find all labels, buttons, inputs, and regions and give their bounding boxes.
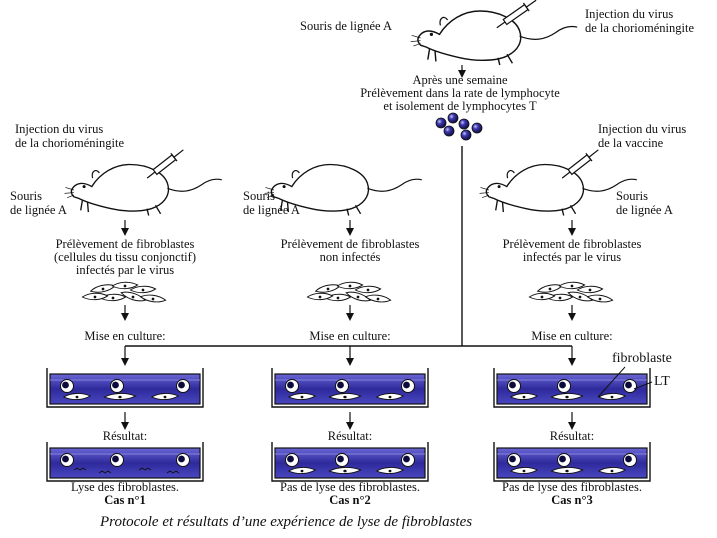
case-1-case-label: Cas n°1 [104, 493, 145, 507]
culture-dish [271, 442, 429, 482]
top-injection-line-2: de la chorioméningite [585, 21, 694, 35]
figure-caption: Protocole et résultats d’une expérience … [99, 514, 472, 530]
lymphocyte-nucleus [403, 381, 410, 389]
top-mouse-label: Souris de lignée A [300, 19, 392, 33]
fibroblast-cell [586, 292, 614, 305]
syringe-icon [561, 149, 599, 179]
case-1-injection-line-1: Injection du virus [15, 122, 103, 136]
fibroblast-cell [364, 292, 392, 305]
culture-medium [49, 447, 201, 479]
case-2-mouse-line-1: Souris [243, 189, 275, 203]
syringe-icon [146, 149, 184, 179]
case-1-mouse-line-1: Souris [10, 189, 42, 203]
lymphocyte-nucleus [112, 455, 119, 463]
lysed-fragment [98, 470, 112, 474]
culture-dish [493, 368, 651, 408]
case-3-mouse-line-2: de lignée A [616, 203, 673, 217]
case-1-culture-label: Mise en culture: [84, 329, 165, 343]
top-mouse [409, 0, 578, 66]
lymphocyte-nucleus [403, 455, 410, 463]
lysed-fragment [73, 467, 87, 471]
lymphocyte-nucleus [559, 455, 566, 463]
fibroblast-cell [314, 282, 342, 295]
case-3-mouse [478, 163, 638, 217]
case-1-culture-dish-after [46, 442, 204, 482]
case-3-injection-line-1: Injection du virus [598, 122, 686, 136]
lymphocyte-nucleus [287, 381, 294, 389]
case-1-sample-line-3: infectés par le virus [76, 263, 174, 277]
fibroblast-cell [139, 292, 167, 305]
lymphocyte-nucleus [509, 381, 516, 389]
case-2-result-line-1: Pas de lyse des fibroblastes. [280, 480, 420, 494]
lysed-fragment [138, 467, 152, 471]
case-1-mouse [63, 163, 223, 217]
lymphocyte-pointer [633, 381, 653, 390]
case-2-result-label: Résultat: [328, 429, 372, 443]
syringe-icon [496, 0, 537, 29]
lymphocyte-label: LT [654, 374, 670, 389]
culture-dish [493, 442, 651, 482]
case-2-culture-dish-after [271, 442, 429, 482]
case-3-result-line-1: Pas de lyse des fibroblastes. [502, 480, 642, 494]
culture-dish [46, 368, 204, 408]
lymphocyte-nucleus [62, 381, 69, 389]
case-2-culture-label: Mise en culture: [309, 329, 390, 343]
lymphocyte-cluster [435, 112, 483, 141]
lymphocyte-nucleus [559, 381, 566, 389]
case-2-sample-line-2: non infectés [320, 250, 381, 264]
case-3-culture-label: Mise en culture: [531, 329, 612, 343]
case-3-fibroblast-clump [528, 281, 614, 305]
lymphocyte-nucleus [625, 381, 632, 389]
lymphocyte-nucleus [337, 381, 344, 389]
fibroblast-label: fibroblaste [612, 351, 672, 366]
lymphocyte-nucleus [62, 455, 69, 463]
lymphocyte-nucleus [178, 455, 185, 463]
case-1-injection-line-2: de la chorioméningite [15, 136, 124, 150]
case-3-sample-line-1: Prélèvement de fibroblastes [503, 237, 642, 251]
case-1-mouse-line-2: de lignée A [10, 203, 67, 217]
case-3-result-label: Résultat: [550, 429, 594, 443]
top-step-1: Après une semaine [412, 73, 508, 87]
case-2-fibroblast-clump [306, 281, 392, 305]
lysed-fragment [166, 470, 180, 474]
top-step-2: Prélèvement dans la rate de lymphocyte [360, 86, 560, 100]
case-1-fibroblast-clump [81, 281, 167, 305]
top-injection-line-1: Injection du virus [585, 7, 673, 21]
culture-dish [271, 368, 429, 408]
top-step-3: et isolement de lymphocytes T [383, 99, 537, 113]
case-3-culture-dish-before [493, 368, 651, 408]
case-2-culture-dish-before [271, 368, 429, 408]
culture-dish [46, 442, 204, 482]
lymphocyte-nucleus [112, 381, 119, 389]
case-3-case-label: Cas n°3 [551, 493, 592, 507]
lymphocyte-nucleus [509, 455, 516, 463]
fibroblast-cell [536, 282, 564, 295]
fibroblast-cell [89, 282, 117, 295]
fibroblast-pointer [597, 366, 626, 398]
case-3-culture-dish-after [493, 442, 651, 482]
lymphocyte-nucleus [625, 455, 632, 463]
case-1-sample-line-2: (cellules du tissu conjonctif) [54, 250, 196, 264]
case-2-sample-line-1: Prélèvement de fibroblastes [281, 237, 420, 251]
case-3-sample-line-2: infectés par le virus [523, 250, 621, 264]
case-3-mouse-line-1: Souris [616, 189, 648, 203]
case-1-result-line-1: Lyse des fibroblastes. [71, 480, 179, 494]
case-2-mouse-line-2: de lignée A [243, 203, 300, 217]
case-1-result-label: Résultat: [103, 429, 147, 443]
case-1-sample-line-1: Prélèvement de fibroblastes [56, 237, 195, 251]
lymphocyte-nucleus [337, 455, 344, 463]
case-1-culture-dish-before [46, 368, 204, 408]
lymphocyte-nucleus [178, 381, 185, 389]
lymphocyte-nucleus [287, 455, 294, 463]
case-2-case-label: Cas n°2 [329, 493, 370, 507]
case-3-injection-line-2: de la vaccine [598, 136, 664, 150]
